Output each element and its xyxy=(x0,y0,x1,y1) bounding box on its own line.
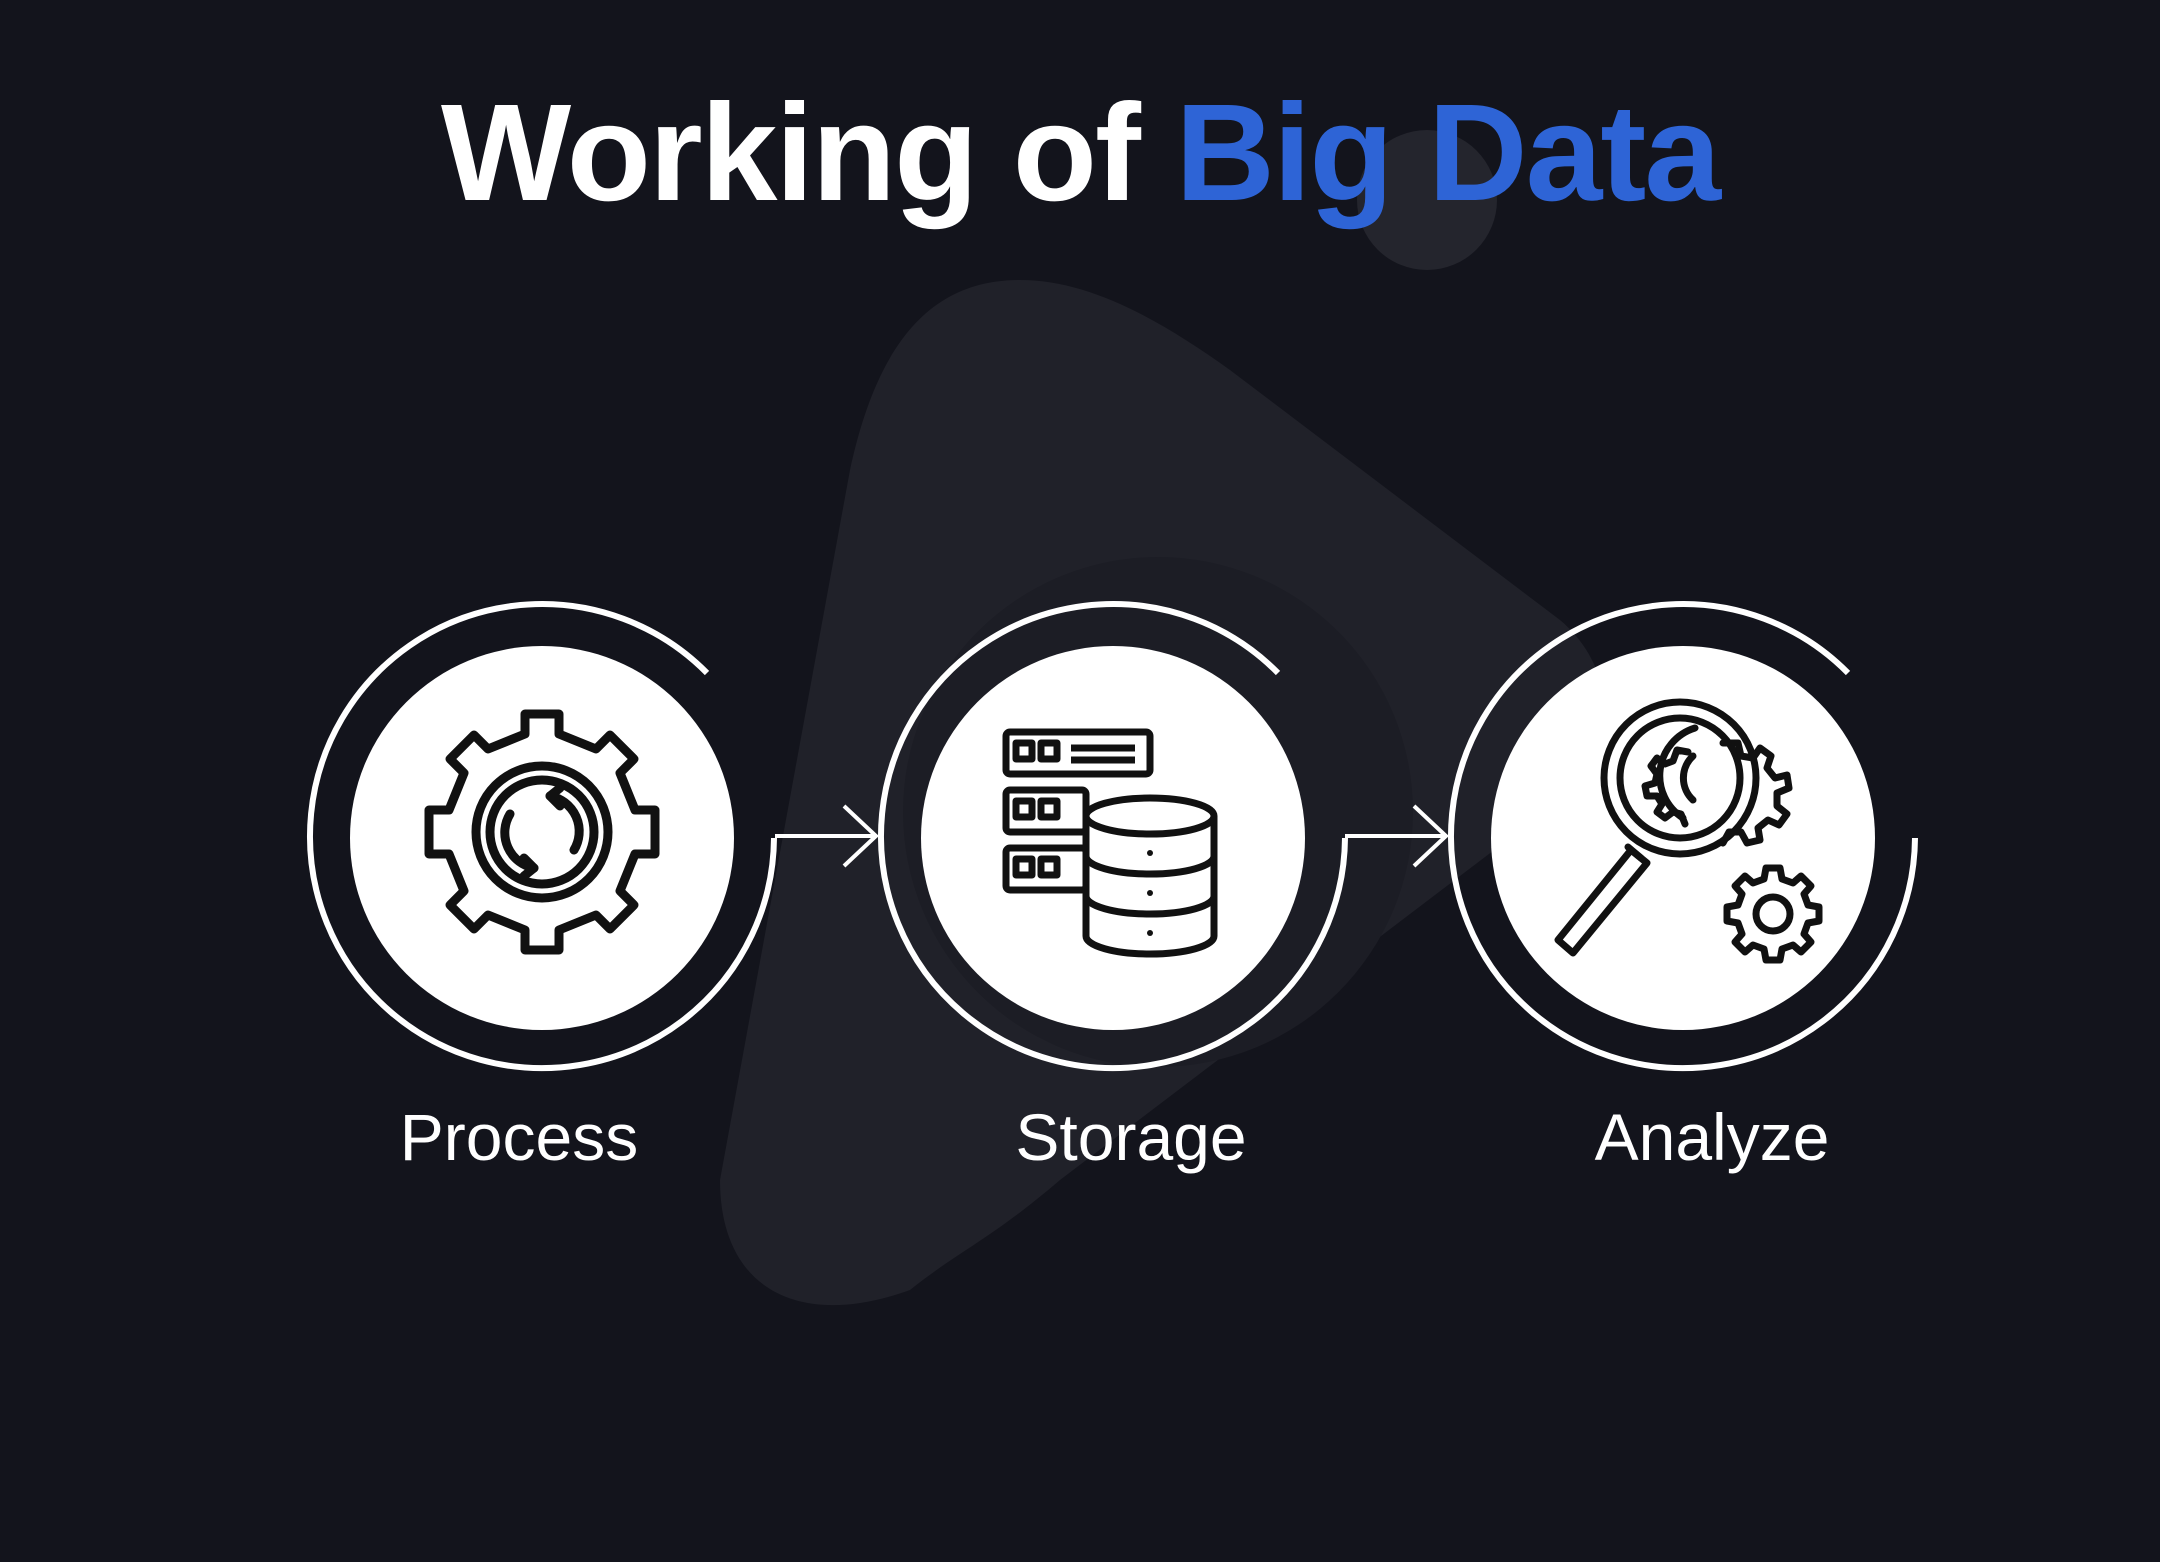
process-inner-circle xyxy=(350,646,734,1030)
connector-arrow-2 xyxy=(1345,804,1449,868)
step-label-storage: Storage xyxy=(1015,1100,1247,1174)
server-database-icon xyxy=(1002,728,1218,958)
step-process-node xyxy=(307,601,777,1072)
title-prefix: Working of xyxy=(440,76,1141,230)
storage-inner-circle xyxy=(921,646,1305,1030)
storage-outer-ring xyxy=(878,601,1348,1072)
page-title: Working of Big Data xyxy=(0,76,2160,230)
connector-arrow-1 xyxy=(775,804,879,868)
step-storage-node xyxy=(878,601,1348,1072)
title-highlight: Big Data xyxy=(1175,76,1721,230)
background-small-circle xyxy=(1357,130,1497,270)
step-label-analyze: Analyze xyxy=(1594,1100,1830,1174)
analyze-outer-ring xyxy=(1448,601,1918,1072)
process-outer-ring xyxy=(307,601,777,1072)
step-label-process: Process xyxy=(399,1100,639,1174)
gear-refresh-icon xyxy=(424,709,660,955)
magnifier-gears-icon xyxy=(1554,698,1823,964)
